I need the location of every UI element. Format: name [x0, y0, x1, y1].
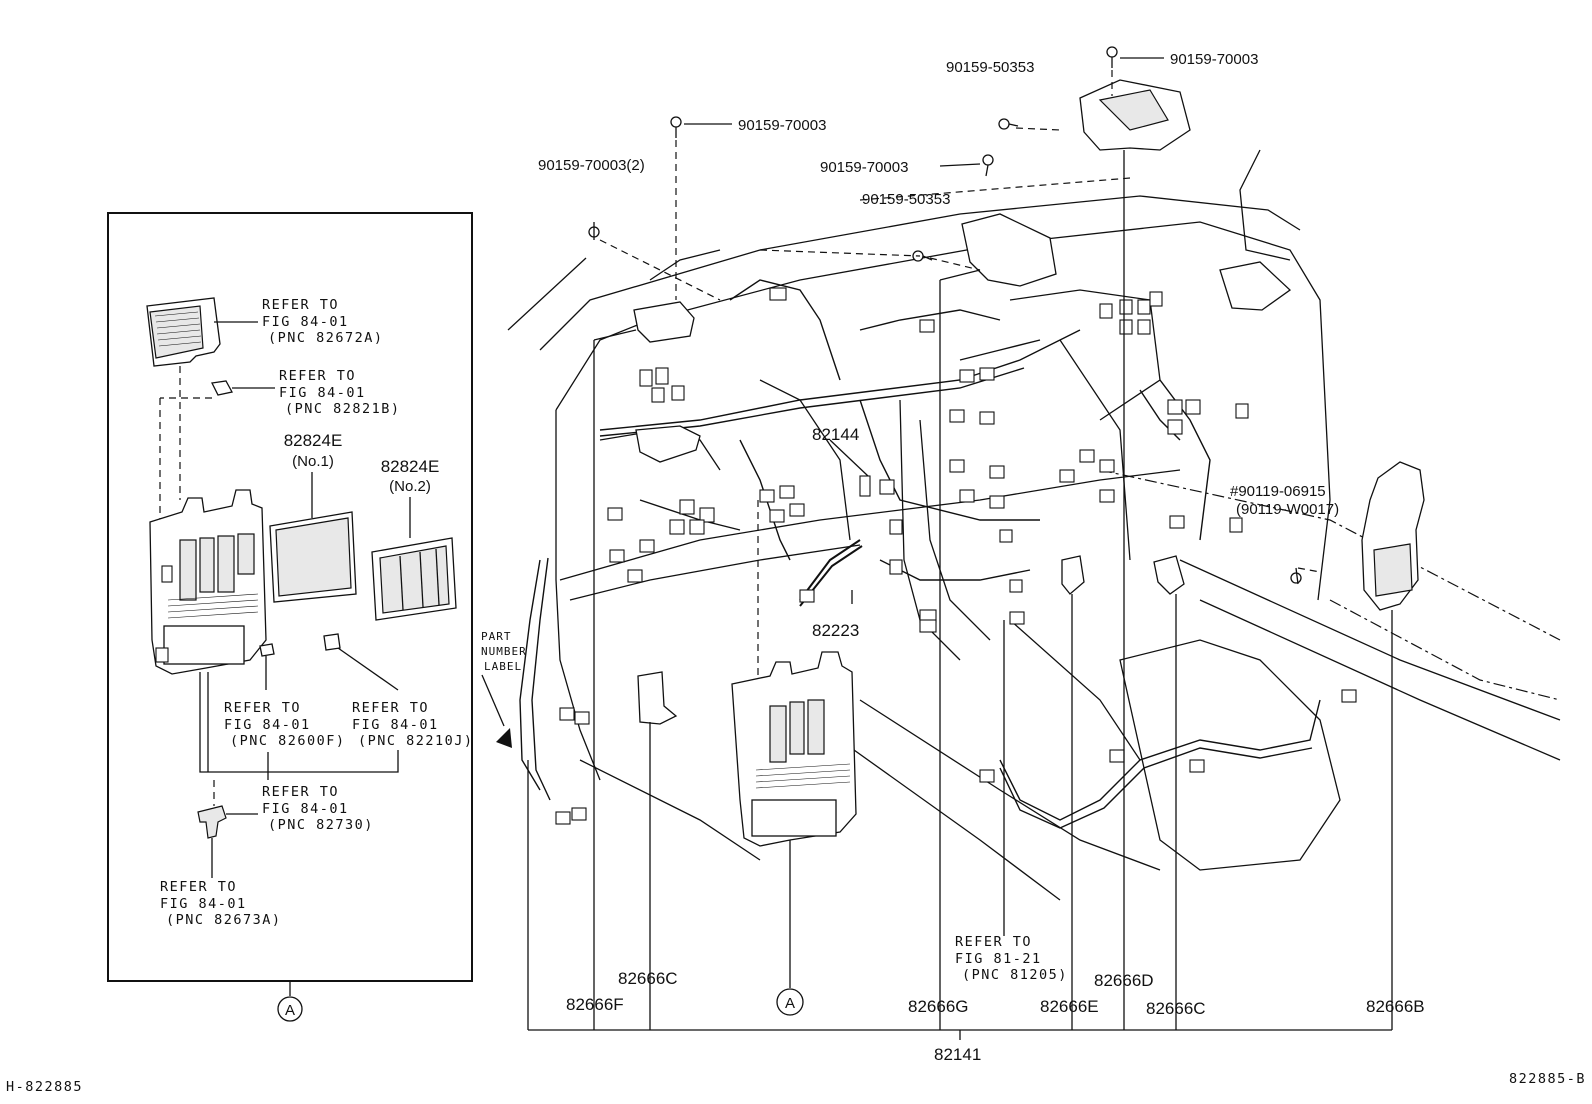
bracket-left-mid [635, 425, 701, 463]
fastener-label-2: 90159-50353 [946, 59, 1034, 76]
bracket-82666b [1361, 461, 1425, 611]
junction-block [149, 489, 267, 675]
fastener-label-6: 90159-50353 [862, 191, 950, 208]
small-relay-2 [323, 633, 341, 651]
refer-note-2: REFER TO FIG 84-01 (PNC 82821B) [279, 368, 401, 417]
relay-block-no1 [269, 511, 357, 603]
id-bottom-right: 822885-B [1509, 1071, 1586, 1087]
label-82666b: 82666B [1366, 997, 1425, 1016]
dashboard-outline [507, 149, 1561, 901]
refer-note-1: REFER TO FIG 84-01 (PNC 82672A) [262, 297, 384, 346]
refer-note-6: REFER TO FIG 84-01 (PNC 82673A) [160, 879, 282, 928]
fastener-icons [588, 46, 1302, 585]
part-leader-lines [527, 150, 1393, 1040]
label-82666d: 82666D [1094, 971, 1154, 990]
marker-a-text: A [785, 995, 795, 1012]
part-label-arrow [496, 728, 512, 748]
fastener-label-3: 90159-70003 [738, 117, 826, 134]
junction-block-lower [731, 651, 857, 847]
label-82223: 82223 [812, 621, 859, 640]
detail-marker-text: A [285, 1002, 295, 1019]
relay-block-no1-label: 82824E [284, 431, 343, 450]
refer-note-5: REFER TO FIG 84-01 (PNC 82730) [262, 784, 374, 833]
refer-note-main: REFER TO FIG 81-21 (PNC 81205) [955, 934, 1068, 983]
relay-block-no1-sub: (No.1) [292, 453, 334, 470]
small-fuse [211, 380, 233, 396]
relay-block-no2 [371, 537, 457, 621]
label-82144: 82144 [812, 425, 859, 444]
label-82666e: 82666E [1040, 997, 1099, 1016]
part-label-leader [481, 674, 505, 727]
label-82666c-right: 82666C [1146, 999, 1206, 1018]
fastener-label-8: (90119-W0017) [1236, 501, 1339, 518]
label-82666c-left: 82666C [618, 969, 678, 988]
label-82666f: 82666F [566, 995, 624, 1014]
harness-connectors [555, 287, 1357, 825]
refer-note-3: REFER TO FIG 84-01 (PNC 82600F) [224, 700, 346, 749]
marker-a-circle [776, 988, 804, 1016]
bracket-82666c-left [637, 671, 678, 725]
relay-block-no2-label: 82824E [381, 457, 440, 476]
junction-cover [146, 297, 221, 367]
small-relay-1 [259, 643, 275, 657]
label-82141: 82141 [934, 1045, 981, 1064]
fastener-label-1: 90159-70003 [1170, 51, 1258, 68]
wire-harness [519, 279, 1321, 829]
refer-note-4: REFER TO FIG 84-01 (PNC 82210J) [352, 700, 474, 749]
label-82666g: 82666G [908, 997, 969, 1016]
fastener-label-5: 90159-70003 [820, 159, 908, 176]
id-bottom-left: H-822885 [6, 1079, 83, 1095]
detail-box: A REFER TO FIG 84-01 (PNC 82672A) REFER … [107, 212, 474, 1022]
detail-marker-circle [277, 996, 303, 1022]
clip-part [197, 805, 227, 839]
duct-bracket [961, 213, 1057, 287]
clip-82666e [1061, 555, 1085, 595]
part-number-label-text: PART NUMBER LABEL [481, 630, 534, 673]
bracket-left-top [633, 301, 695, 343]
junction-bracket-upper [1079, 79, 1191, 151]
relay-block-no2-sub: (No.2) [389, 478, 431, 495]
fastener-label-7: #90119-06915 [1230, 483, 1326, 500]
fastener-label-4: 90159-70003(2) [538, 157, 645, 174]
clip-82666c-right [1153, 555, 1185, 595]
